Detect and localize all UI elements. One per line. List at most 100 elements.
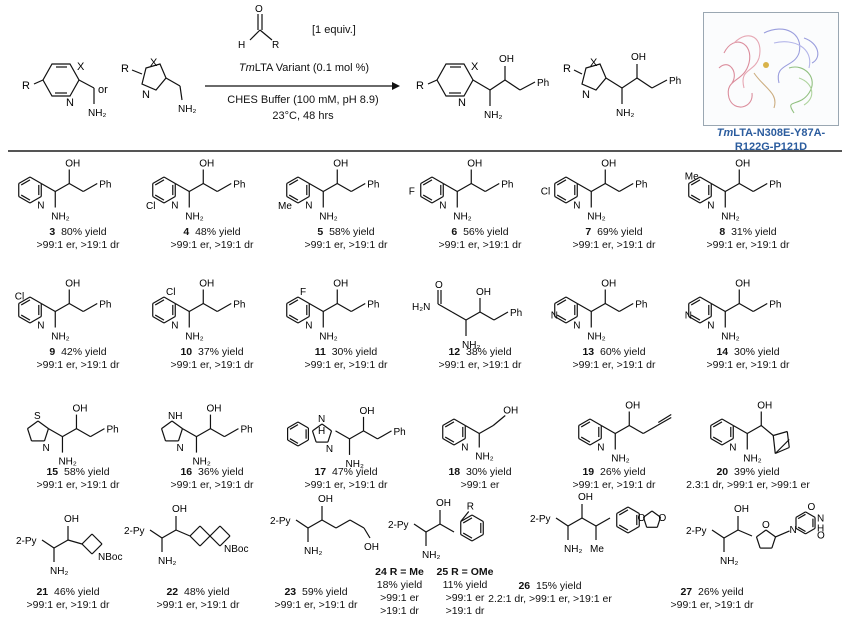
p-label-x: X (471, 61, 479, 73)
ring-bond (29, 315, 42, 324)
ring-bond (642, 517, 648, 528)
ring-bond (688, 296, 701, 305)
selectivity-text: >99:1 er, >19:1 dr (304, 239, 388, 251)
ring-nitrogen-label: N (42, 443, 49, 454)
bond (439, 523, 455, 533)
ring-bond (29, 195, 42, 204)
phenyl-label: Ph (233, 300, 245, 311)
amine-label: NH₂ (319, 212, 337, 223)
enzyme-label-line1: LTA-N308E-Y87A- (733, 127, 826, 139)
amine-label: NH₂ (720, 556, 738, 567)
label-nh2-2: NH₂ (178, 104, 196, 115)
selectivity-text: >99:1 er, >19:1 dr (170, 359, 254, 371)
selectivity-text: >99:1 er, >19:1 dr (36, 359, 120, 371)
bond (786, 431, 790, 448)
ring-bond (565, 195, 578, 204)
bond (752, 302, 768, 313)
bond (224, 428, 239, 438)
ring-bond (171, 420, 183, 430)
amine-label: NH₂ (158, 556, 176, 567)
double-bond (154, 299, 165, 306)
bond (460, 511, 470, 522)
yield-text: 46% yield (54, 586, 100, 598)
bond (76, 428, 91, 438)
caption-17: 17 47% yield>99:1 er, >19:1 dr (276, 466, 416, 492)
ring-bond (471, 514, 484, 523)
bond (91, 543, 103, 555)
double-bond (712, 421, 723, 428)
ring-bond (442, 418, 455, 427)
double-bond (288, 194, 299, 201)
reaction-scheme: X R N NH₂ or X R N NH₂ O H R X R N NH₂ O… (22, 4, 681, 121)
bond (773, 430, 788, 437)
ring-bond (578, 437, 591, 446)
bond (595, 517, 611, 527)
hydroxyl-label: OH (436, 498, 451, 509)
bond (614, 424, 630, 435)
nboc-label: NBoc (224, 544, 248, 555)
aldehyde-o: O (255, 4, 263, 15)
bond (82, 302, 98, 313)
compound-number: 15 (46, 466, 59, 478)
two-pyridyl-label: 2-Py (686, 526, 707, 537)
yield-text: 48% yield (195, 226, 241, 238)
bond (188, 182, 204, 193)
ring-bond (627, 506, 640, 515)
ring-bond (805, 511, 816, 518)
hydroxyl-label: OH (476, 287, 491, 298)
nh-hydrogen-label: H (817, 523, 824, 534)
ring-nitrogen-label: N (176, 443, 183, 454)
ring-bond (710, 418, 723, 427)
methyl-label: Me (685, 172, 699, 183)
double-bond (20, 314, 31, 321)
bond (760, 425, 774, 436)
amine-label: NH₂ (185, 212, 203, 223)
double-bond (20, 194, 31, 201)
selectivity-text: >99:1 er, >19:1 dr (304, 359, 388, 371)
bond (216, 302, 232, 313)
bond (308, 182, 324, 193)
two-pyridyl-label: 2-Py (124, 526, 145, 537)
ring-nitrogen-label: N (439, 201, 446, 212)
hydroxyl-label: OH (333, 279, 348, 290)
bond (576, 182, 592, 193)
ring-nitrogen-label: N (707, 321, 714, 332)
bond (209, 535, 221, 547)
p2-label-n: N (582, 89, 590, 101)
bond (484, 182, 500, 193)
bond (746, 424, 762, 435)
bond (91, 533, 103, 545)
bond (161, 529, 177, 539)
hydroxyl-label: OH (467, 159, 482, 170)
bond (492, 415, 506, 426)
buffer-text: CHES Buffer (100 mM, pH 8.9) (227, 94, 379, 106)
bond (295, 519, 309, 529)
yield-text: 37% yield (198, 346, 244, 358)
amine-label: NH₂ (611, 454, 629, 465)
ring-bond (420, 176, 433, 185)
oxygen-label: O (435, 280, 443, 291)
bond (464, 424, 480, 435)
compound-number: 27 (680, 586, 693, 598)
ring-bond (43, 428, 50, 442)
selectivity-text: >99:1 er, >19:1 dr (438, 359, 522, 371)
p2-label-nh2: NH₂ (616, 108, 634, 119)
ring-nitrogen-label: N (37, 321, 44, 332)
ring-nitrogen-label: N (729, 443, 736, 454)
amine-label: NH₂ (192, 457, 210, 468)
double-bond (288, 314, 299, 321)
bond (189, 525, 201, 537)
oxygen-label: O (659, 513, 667, 524)
amine-label: NH₂ (51, 332, 69, 343)
ring-bond (18, 195, 31, 204)
selectivity-text: >99:1 er, >19:1 dr (156, 599, 240, 611)
bond (335, 519, 351, 529)
phenyl-label: Ph (367, 180, 379, 191)
amine-label: NH₂ (422, 550, 440, 561)
label-nh2: NH₂ (88, 108, 106, 119)
ring-nitrogen-label: N (573, 201, 580, 212)
bond (555, 517, 569, 527)
enzyme-structure-image (703, 12, 839, 126)
phenyl-label: Ph (394, 427, 406, 438)
ring-bond (589, 437, 602, 446)
